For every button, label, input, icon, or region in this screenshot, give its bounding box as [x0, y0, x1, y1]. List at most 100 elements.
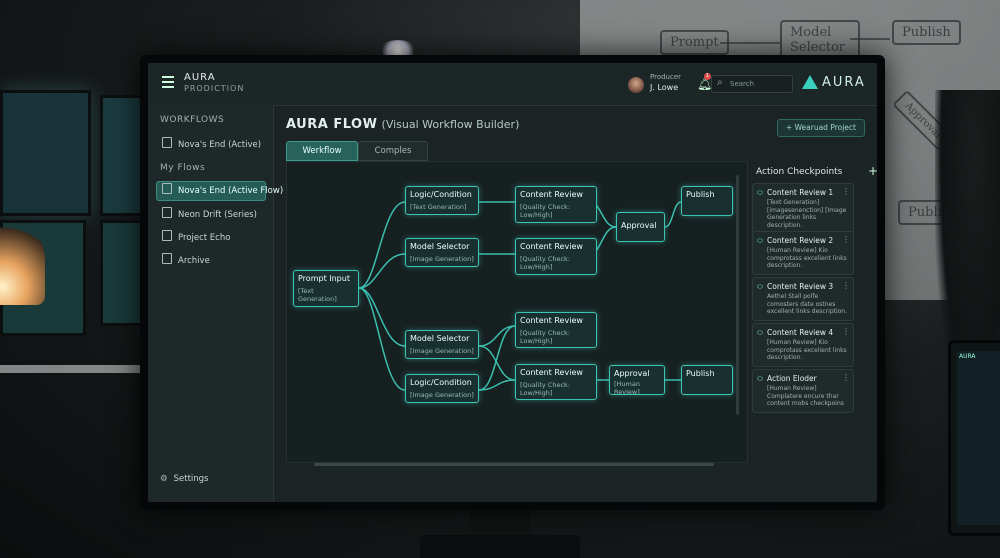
- workflow-canvas[interactable]: Prompt Input [Text Generation] Logic/Con…: [286, 161, 748, 463]
- more-options-icon[interactable]: ⋮: [842, 235, 850, 244]
- node-approval[interactable]: Approval [Human Review]: [609, 365, 665, 396]
- avatar[interactable]: [628, 77, 644, 93]
- user-name: J. Lowe: [650, 83, 679, 92]
- node-subtitle: [Quality Check: Low/High]: [520, 381, 571, 397]
- canvas-vertical-scrollbar[interactable]: [736, 175, 739, 415]
- connector: [478, 345, 516, 381]
- archive-icon: [162, 253, 172, 264]
- sidebar: WORKFLOWS Nova's End (Active) My Flows N…: [148, 105, 283, 502]
- sidebar-item-novas-end[interactable]: Nova's End (Active Flow): [156, 181, 283, 201]
- top-bar: AURA PRODICTION Producer J. Lowe 🔔︎ 1 ⌕ …: [148, 63, 877, 106]
- checkpoint-card[interactable]: ⬭ ⋮ Content Review 3 Aethel Stall polfe …: [752, 277, 854, 321]
- logo-text: AURA: [822, 75, 866, 90]
- search-box[interactable]: ⌕: [711, 75, 793, 93]
- node-subtitle: [Text Generation]: [410, 203, 467, 211]
- background-monitor: [0, 90, 91, 216]
- file-icon: [162, 137, 172, 148]
- node-subtitle: [Quality Check: Low/High]: [520, 255, 571, 271]
- connector: [358, 287, 406, 347]
- checkpoint-card[interactable]: ⬭ ⋮ Action Eloder [Human Review] Complat…: [752, 369, 854, 413]
- sidebar-item-label: Nova's End (Active): [178, 140, 262, 150]
- more-options-icon[interactable]: ⋮: [842, 373, 850, 382]
- node-subtitle: [Human Review]: [614, 380, 640, 396]
- node-title: Model Selector: [410, 242, 470, 251]
- panel-title: Action Checkpoints: [756, 167, 843, 177]
- sidebar-item-archive[interactable]: Archive: [156, 251, 266, 271]
- new-project-button[interactable]: + Wearuad Project: [776, 119, 865, 137]
- node-subtitle: [Quality Check: Low/High]: [520, 329, 571, 345]
- node-title: Approval: [614, 369, 650, 378]
- more-options-icon[interactable]: ⋮: [842, 281, 850, 290]
- settings-label: Settings: [173, 474, 209, 484]
- app-window: AURA PRODICTION Producer J. Lowe 🔔︎ 1 ⌕ …: [148, 63, 877, 502]
- page-title-sub: (Visual Workflow Builder): [381, 118, 520, 131]
- tablet-brand: AURA: [959, 353, 976, 360]
- connector: [358, 253, 406, 289]
- canvas-horizontal-scrollbar[interactable]: [314, 463, 714, 466]
- action-checkpoints-panel: Action Checkpoints + ⬭ ⋮ Content Review …: [752, 164, 877, 467]
- node-subtitle: [Image Generation]: [410, 391, 474, 399]
- checkpoint-card[interactable]: ⬭ ⋮ Content Review 1 [Text Generation] […: [752, 183, 854, 234]
- node-model-selector[interactable]: Model Selector [Image Generation]: [405, 238, 479, 267]
- whiteboard-box-publish: Publish: [892, 20, 961, 45]
- connector: [664, 201, 682, 228]
- node-logic-condition[interactable]: Logic/Condition [Image Generation]: [405, 374, 479, 403]
- page-title-main: AURA FLOW: [286, 117, 378, 132]
- checkpoint-card[interactable]: ⬭ ⋮ Content Review 4 [Human Review] Kio …: [752, 323, 854, 367]
- more-options-icon[interactable]: ⋮: [842, 327, 850, 336]
- sidebar-item-label: Archive: [178, 256, 210, 266]
- connector: [478, 325, 516, 391]
- whiteboard-arrow: [850, 38, 890, 40]
- node-content-review[interactable]: Content Review [Quality Check: Low/High]: [515, 186, 597, 223]
- tab-workflow[interactable]: Werkflow: [286, 141, 358, 161]
- checkpoint-description: Aethel Stall polfe comosters date ostnes…: [767, 293, 848, 315]
- add-checkpoint-icon[interactable]: +: [868, 164, 877, 178]
- node-title: Approval: [621, 221, 657, 230]
- checkpoint-description: [Human Review] Complatere encure thar co…: [767, 385, 844, 407]
- node-content-review[interactable]: Content Review [Quality Check: Low/High]: [515, 238, 597, 275]
- folder-icon: [162, 207, 172, 218]
- connector: [358, 287, 406, 391]
- workflow-connectors: [358, 201, 682, 391]
- main-content: AURA FLOW (Visual Workflow Builder) + We…: [274, 105, 877, 502]
- node-publish[interactable]: Publish: [681, 186, 733, 216]
- brand-title: AURA: [184, 72, 216, 83]
- node-prompt-input[interactable]: Prompt Input [Text Generation]: [293, 270, 359, 307]
- node-publish[interactable]: Publish: [681, 365, 733, 395]
- node-title: Content Review: [520, 368, 583, 377]
- node-content-review[interactable]: Content Review [Quality Check: Low/High]: [515, 312, 597, 348]
- tab-comples[interactable]: Comples: [358, 141, 428, 161]
- bell-icon[interactable]: 🔔︎: [697, 77, 713, 91]
- sidebar-item-workflow[interactable]: Nova's End (Active): [156, 135, 266, 155]
- gear-icon: ⚙: [160, 474, 168, 484]
- settings-button[interactable]: ⚙ Settings: [160, 474, 209, 484]
- monitor-stand-base: [420, 535, 580, 558]
- sidebar-heading-flows: My Flows: [160, 163, 206, 173]
- checkpoint-title: Action Eloder: [767, 374, 817, 383]
- logo-mark-icon: [802, 75, 818, 89]
- checkpoint-card[interactable]: ⬭ ⋮ Content Review 2 [Human Review] Kio …: [752, 231, 854, 275]
- brand-subtitle: PRODICTION: [184, 84, 245, 93]
- checkpoint-description: [Text Generation] [imagesenenction] [Ima…: [767, 199, 847, 229]
- search-input[interactable]: [730, 77, 788, 90]
- checkpoint-title: Content Review 1: [767, 188, 834, 197]
- node-logic-condition[interactable]: Logic/Condition [Text Generation]: [405, 186, 479, 215]
- sidebar-item-project-echo[interactable]: Project Echo: [156, 228, 266, 248]
- node-model-selector[interactable]: Model Selector [Image Generation]: [405, 330, 479, 359]
- node-title: Content Review: [520, 316, 583, 325]
- whiteboard-box-model: Model Selector: [780, 20, 860, 60]
- folder-icon: [162, 230, 172, 241]
- sidebar-item-label: Project Echo: [178, 233, 231, 243]
- sidebar-heading-workflows: WORKFLOWS: [160, 115, 225, 125]
- node-content-review[interactable]: Content Review [Quality Check: Low/High]: [515, 364, 597, 400]
- node-title: Content Review: [520, 190, 583, 199]
- connector: [358, 201, 406, 289]
- node-subtitle: [Image Generation]: [410, 347, 474, 355]
- sidebar-item-neon-drift[interactable]: Neon Drift (Series): [156, 205, 266, 225]
- checkpoint-description: [Human Review] Kio comprotass excelient …: [767, 339, 847, 361]
- page-title: AURA FLOW (Visual Workflow Builder): [286, 117, 519, 132]
- menu-icon[interactable]: [162, 76, 174, 88]
- node-approval[interactable]: Approval: [616, 212, 665, 242]
- node-subtitle: [Image Generation]: [410, 255, 474, 263]
- more-options-icon[interactable]: ⋮: [842, 187, 850, 196]
